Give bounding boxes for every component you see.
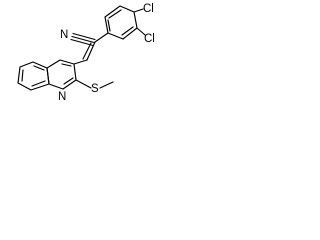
phenyl-ring-outline xyxy=(104,5,138,40)
nitrile-triple-bond-line-2 xyxy=(71,35,95,44)
chemical-structure-diagram: N Cl Cl N S xyxy=(17,3,155,103)
central-carbon-to-vinylic-bond xyxy=(86,41,96,61)
phenyl-inner-double-bond-3 xyxy=(107,19,111,32)
benzo-inner-double-bond-3 xyxy=(31,80,46,87)
pyridine-inner-double-bond-1 xyxy=(61,63,72,67)
phenyl-inner-double-bond-2 xyxy=(121,26,134,36)
benzo-ring-outline xyxy=(17,61,50,91)
nitrile-n-label: N xyxy=(60,29,68,41)
chlorine-top-label: Cl xyxy=(143,3,154,15)
vinylic-double-bond-line xyxy=(82,42,92,60)
methylthio-group: S xyxy=(75,79,114,95)
nitrile-triple-bond-line-3 xyxy=(70,38,94,47)
benzo-inner-double-bond-2 xyxy=(21,69,24,82)
central-carbon-to-phenyl-bond xyxy=(94,32,109,43)
chlorine-right-bond xyxy=(136,27,146,36)
chlorine-top-bond xyxy=(133,8,144,13)
sulfur-to-methyl-bond xyxy=(99,81,114,89)
c2-to-sulfur-bond xyxy=(75,79,92,89)
benzo-inner-double-bond-1 xyxy=(33,65,45,71)
phenyl-inner-double-bond-1 xyxy=(108,9,122,19)
pyridine-ring-outline xyxy=(46,59,77,90)
nitrile-triple-bond-line-1 xyxy=(72,32,96,41)
nitrile-group: N xyxy=(60,29,96,47)
quinoline-ring-system: N xyxy=(17,59,77,103)
chlorine-right-label: Cl xyxy=(144,33,155,45)
pyridine-inner-double-bond-2 xyxy=(63,77,74,85)
quinoline-n-label: N xyxy=(58,91,66,103)
dichlorophenyl-ring: Cl Cl xyxy=(104,3,155,45)
thioether-s-label: S xyxy=(91,83,99,95)
vinylic-to-quinoline-bond xyxy=(73,59,88,65)
